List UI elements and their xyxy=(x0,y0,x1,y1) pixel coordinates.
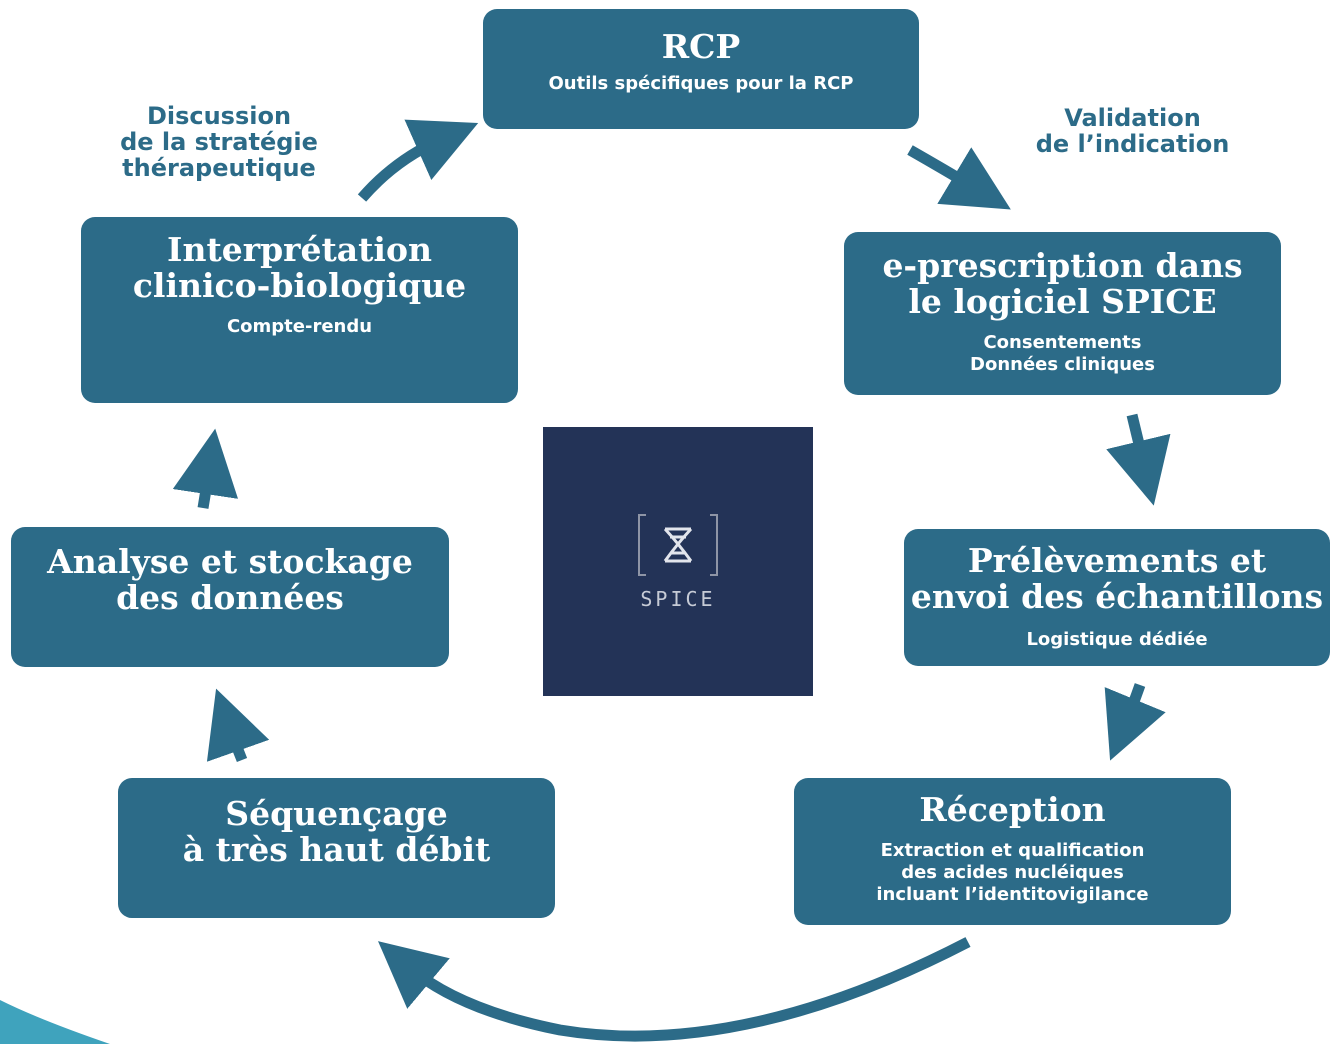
arrow-eprescription-to-prelevements xyxy=(1106,413,1171,506)
logo-name: SPICE xyxy=(640,587,716,611)
arrow-analyse-to-interpretation xyxy=(172,428,239,509)
arrow-sequencage-to-analyse xyxy=(206,688,270,763)
spice-logo: SPICE xyxy=(543,427,813,696)
logo-bracket-left xyxy=(638,514,646,576)
step-rcp: RCP Outils spécifiques pour la RCP xyxy=(483,9,919,129)
logo-bracket-right xyxy=(710,514,718,576)
step-prelevements: Prélèvements et envoi des échantillons L… xyxy=(904,529,1330,666)
step-reception-title: Réception xyxy=(919,790,1106,829)
label-validation: Validation de l’indication xyxy=(1035,104,1230,158)
dna-icon xyxy=(663,527,693,563)
step-eprescription-subtitle: Consentements Données cliniques xyxy=(970,332,1155,375)
step-rcp-subtitle: Outils spécifiques pour la RCP xyxy=(548,73,854,94)
arrow-reception-to-sequencage xyxy=(377,937,971,1042)
step-sequencage: Séquençage à très haut débit xyxy=(118,778,555,918)
label-discussion: Discussion de la stratégie thérapeutique xyxy=(120,102,318,182)
step-interpretation-subtitle: Compte-rendu xyxy=(226,316,373,337)
step-interpretation-title: Interprétation clinico-biologique xyxy=(132,230,467,305)
arrow-rcp-to-eprescription xyxy=(907,145,1011,210)
arrow-interpretation-to-rcp xyxy=(357,119,479,202)
step-analyse-title: Analyse et stockage des données xyxy=(47,542,413,617)
arrow-prelevements-to-reception xyxy=(1104,683,1166,761)
step-interpretation: Interprétation clinico-biologique Compte… xyxy=(81,217,518,403)
step-reception: Réception Extraction et qualification de… xyxy=(794,778,1231,925)
step-sequencage-title: Séquençage à très haut débit xyxy=(182,794,491,869)
step-eprescription: e-prescription dans le logiciel SPICE Co… xyxy=(844,232,1281,395)
step-reception-subtitle: Extraction et qualification des acides n… xyxy=(876,840,1149,905)
step-rcp-title: RCP xyxy=(661,27,741,66)
step-analyse: Analyse et stockage des données xyxy=(11,527,449,667)
step-eprescription-title: e-prescription dans le logiciel SPICE xyxy=(882,246,1243,321)
step-prelevements-subtitle: Logistique dédiée xyxy=(1026,629,1208,650)
step-prelevements-title: Prélèvements et envoi des échantillons xyxy=(910,541,1324,616)
